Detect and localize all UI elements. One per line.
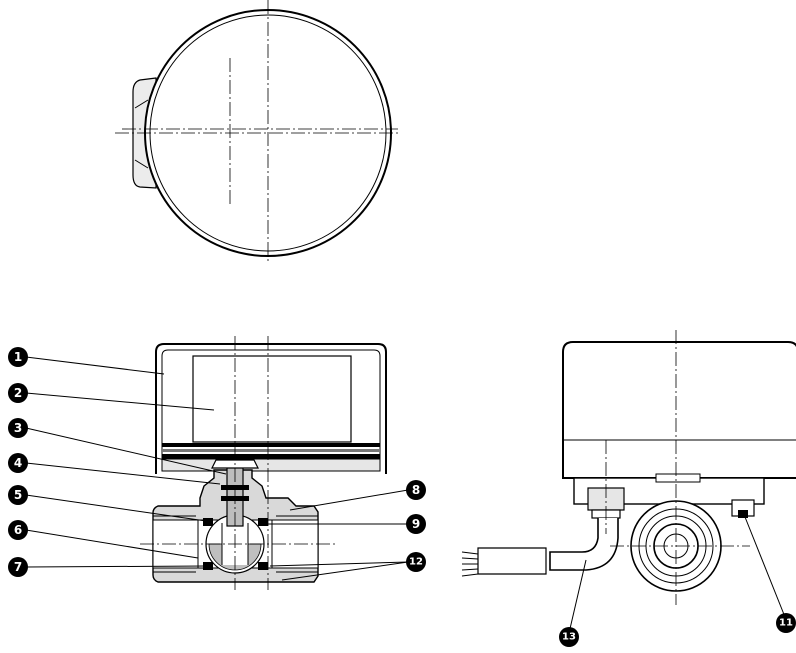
seat-lower-left — [203, 562, 213, 570]
leader-lines — [25, 356, 788, 634]
callout-4-label: 4 — [14, 456, 22, 470]
callout-9-label: 9 — [412, 517, 420, 531]
callout-12-label: 12 — [409, 557, 423, 568]
callout-5-label: 5 — [14, 488, 22, 502]
seat-upper-left — [203, 518, 213, 526]
callout-7: 7 — [8, 557, 28, 577]
callout-13: 13 — [559, 627, 579, 647]
callout-1: 1 — [8, 347, 28, 367]
side-view — [461, 330, 796, 605]
callout-9: 9 — [406, 514, 426, 534]
callout-11-label: 11 — [779, 618, 793, 629]
seat-upper-right — [258, 518, 268, 526]
top-view — [115, 0, 400, 262]
callout-7-label: 7 — [14, 560, 22, 574]
callout-6: 6 — [8, 520, 28, 540]
side-actuator-cover — [562, 341, 796, 479]
callout-8-label: 8 — [412, 483, 420, 497]
callout-3: 3 — [8, 418, 28, 438]
callout-4: 4 — [8, 453, 28, 473]
cable — [549, 518, 619, 571]
callout-8: 8 — [406, 480, 426, 500]
seat-lower-right — [258, 562, 268, 570]
callout-11: 11 — [776, 613, 796, 633]
callout-1-label: 1 — [14, 350, 22, 364]
motor-body — [192, 355, 352, 443]
callout-2-label: 2 — [14, 386, 22, 400]
callout-5: 5 — [8, 485, 28, 505]
callout-3-label: 3 — [14, 421, 22, 435]
callout-6-label: 6 — [14, 523, 22, 537]
callout-13-label: 13 — [562, 632, 576, 643]
section-view — [140, 336, 387, 590]
callout-12: 12 — [406, 552, 426, 572]
callout-2: 2 — [8, 383, 28, 403]
callouts: 1 2 3 4 5 6 7 8 — [8, 347, 796, 647]
